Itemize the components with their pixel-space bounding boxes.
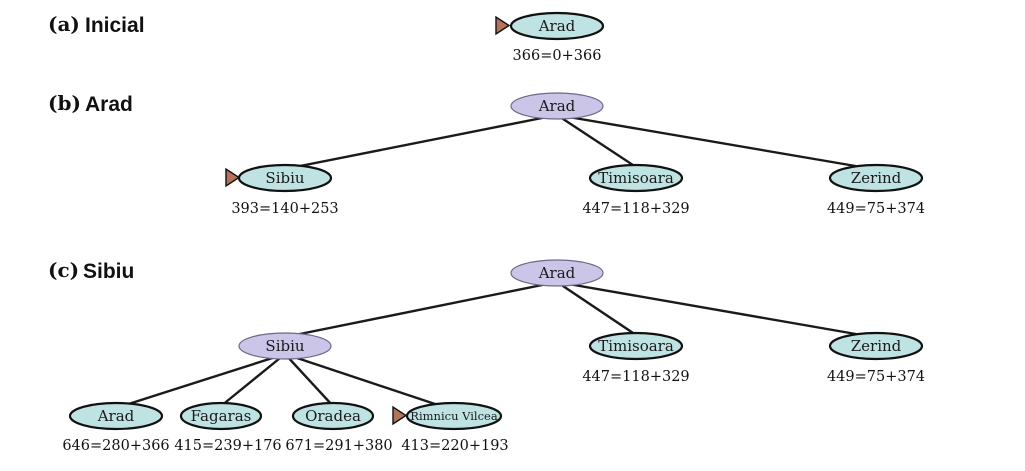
node-ellipse bbox=[828, 163, 924, 193]
node-label: Arad bbox=[538, 264, 576, 282]
node-label: Timisoara bbox=[598, 169, 674, 187]
edge-arad-zerind bbox=[556, 280, 874, 339]
node-zerind[interactable]: Zerind bbox=[828, 163, 924, 193]
node-arad-initial[interactable]: Arad bbox=[495, 11, 605, 41]
node-ellipse bbox=[291, 401, 375, 431]
edge-arad-sibiu bbox=[284, 280, 558, 339]
panel-c-label: (c) Sibiu bbox=[48, 258, 134, 283]
node-cost: 447=118+329 bbox=[582, 201, 689, 217]
panel-a-letter: (a) bbox=[48, 12, 80, 36]
node-label: Timisoara bbox=[598, 337, 674, 355]
panel-a-label: (a) Inicial bbox=[48, 12, 145, 37]
edge-sibiu-rimnicu-vilcea bbox=[284, 352, 448, 410]
node-sibiu-expanded[interactable]: Sibiu bbox=[238, 332, 332, 360]
node-cost: 449=75+374 bbox=[827, 201, 925, 217]
node-label: Sibiu bbox=[265, 337, 304, 355]
node-rimnicu-vilcea[interactable]: Rimnicu Vilcea bbox=[392, 401, 503, 431]
edge-sibiu-oradea bbox=[284, 353, 334, 407]
node-cost: 366=0+366 bbox=[513, 48, 602, 64]
node-label: Sibiu bbox=[265, 169, 304, 187]
node-sibiu[interactable]: Sibiu bbox=[225, 163, 333, 193]
node-label: Zerind bbox=[851, 169, 902, 187]
node-ellipse bbox=[588, 163, 684, 193]
edge-arad-zerind bbox=[556, 113, 874, 171]
panel-a-name: Inicial bbox=[85, 14, 145, 37]
node-label: Oradea bbox=[305, 407, 361, 425]
node-zerind[interactable]: Zerind bbox=[828, 331, 924, 361]
node-ellipse bbox=[510, 259, 604, 287]
node-cost: 393=140+253 bbox=[231, 201, 338, 217]
node-ellipse bbox=[237, 163, 333, 193]
node-ellipse bbox=[828, 331, 924, 361]
node-ellipse bbox=[179, 401, 263, 431]
edge-arad-timisoara bbox=[556, 281, 637, 336]
panel-b-label: (b) Arad bbox=[48, 91, 133, 116]
node-ellipse bbox=[68, 401, 164, 431]
node-oradea[interactable]: Oradea bbox=[291, 401, 375, 431]
node-arad-child[interactable]: Arad bbox=[68, 401, 164, 431]
node-timisoara[interactable]: Timisoara bbox=[588, 163, 684, 193]
node-cost: 415=239+176 bbox=[174, 438, 281, 454]
node-ellipse bbox=[405, 401, 503, 431]
node-cost: 449=75+374 bbox=[827, 369, 925, 385]
edge-arad-timisoara bbox=[556, 113, 637, 169]
node-fagaras[interactable]: Fagaras bbox=[179, 401, 263, 431]
node-ellipse bbox=[238, 332, 332, 360]
next-node-marker-icon bbox=[392, 405, 408, 426]
node-label: Fagaras bbox=[191, 407, 252, 425]
edge-sibiu-arad bbox=[115, 352, 286, 410]
node-label: Arad bbox=[97, 407, 135, 425]
panel-c-letter: (c) bbox=[48, 258, 79, 282]
node-arad-expanded[interactable]: Arad bbox=[510, 92, 604, 120]
node-label: Zerind bbox=[851, 337, 902, 355]
edges-panel-b bbox=[284, 113, 874, 171]
node-ellipse bbox=[510, 92, 604, 120]
node-cost: 646=280+366 bbox=[62, 438, 169, 454]
panel-b-name: Arad bbox=[85, 93, 133, 116]
edge-arad-sibiu bbox=[284, 113, 558, 171]
node-label: Rimnicu Vilcea bbox=[410, 409, 498, 423]
node-label: Arad bbox=[538, 17, 576, 35]
next-node-marker-icon bbox=[225, 167, 241, 188]
node-cost: 671=291+380 bbox=[285, 438, 392, 454]
node-cost: 447=118+329 bbox=[582, 369, 689, 385]
node-cost: 413=220+193 bbox=[401, 438, 508, 454]
node-ellipse bbox=[509, 11, 605, 41]
edge-sibiu-fagaras bbox=[220, 353, 286, 407]
panel-c-name: Sibiu bbox=[83, 260, 134, 283]
node-arad-expanded[interactable]: Arad bbox=[510, 259, 604, 287]
node-timisoara[interactable]: Timisoara bbox=[588, 331, 684, 361]
edges-panel-c bbox=[115, 280, 874, 410]
node-ellipse bbox=[588, 331, 684, 361]
panel-b-letter: (b) bbox=[48, 91, 81, 115]
node-label: Arad bbox=[538, 97, 576, 115]
next-node-marker-icon bbox=[495, 15, 511, 36]
